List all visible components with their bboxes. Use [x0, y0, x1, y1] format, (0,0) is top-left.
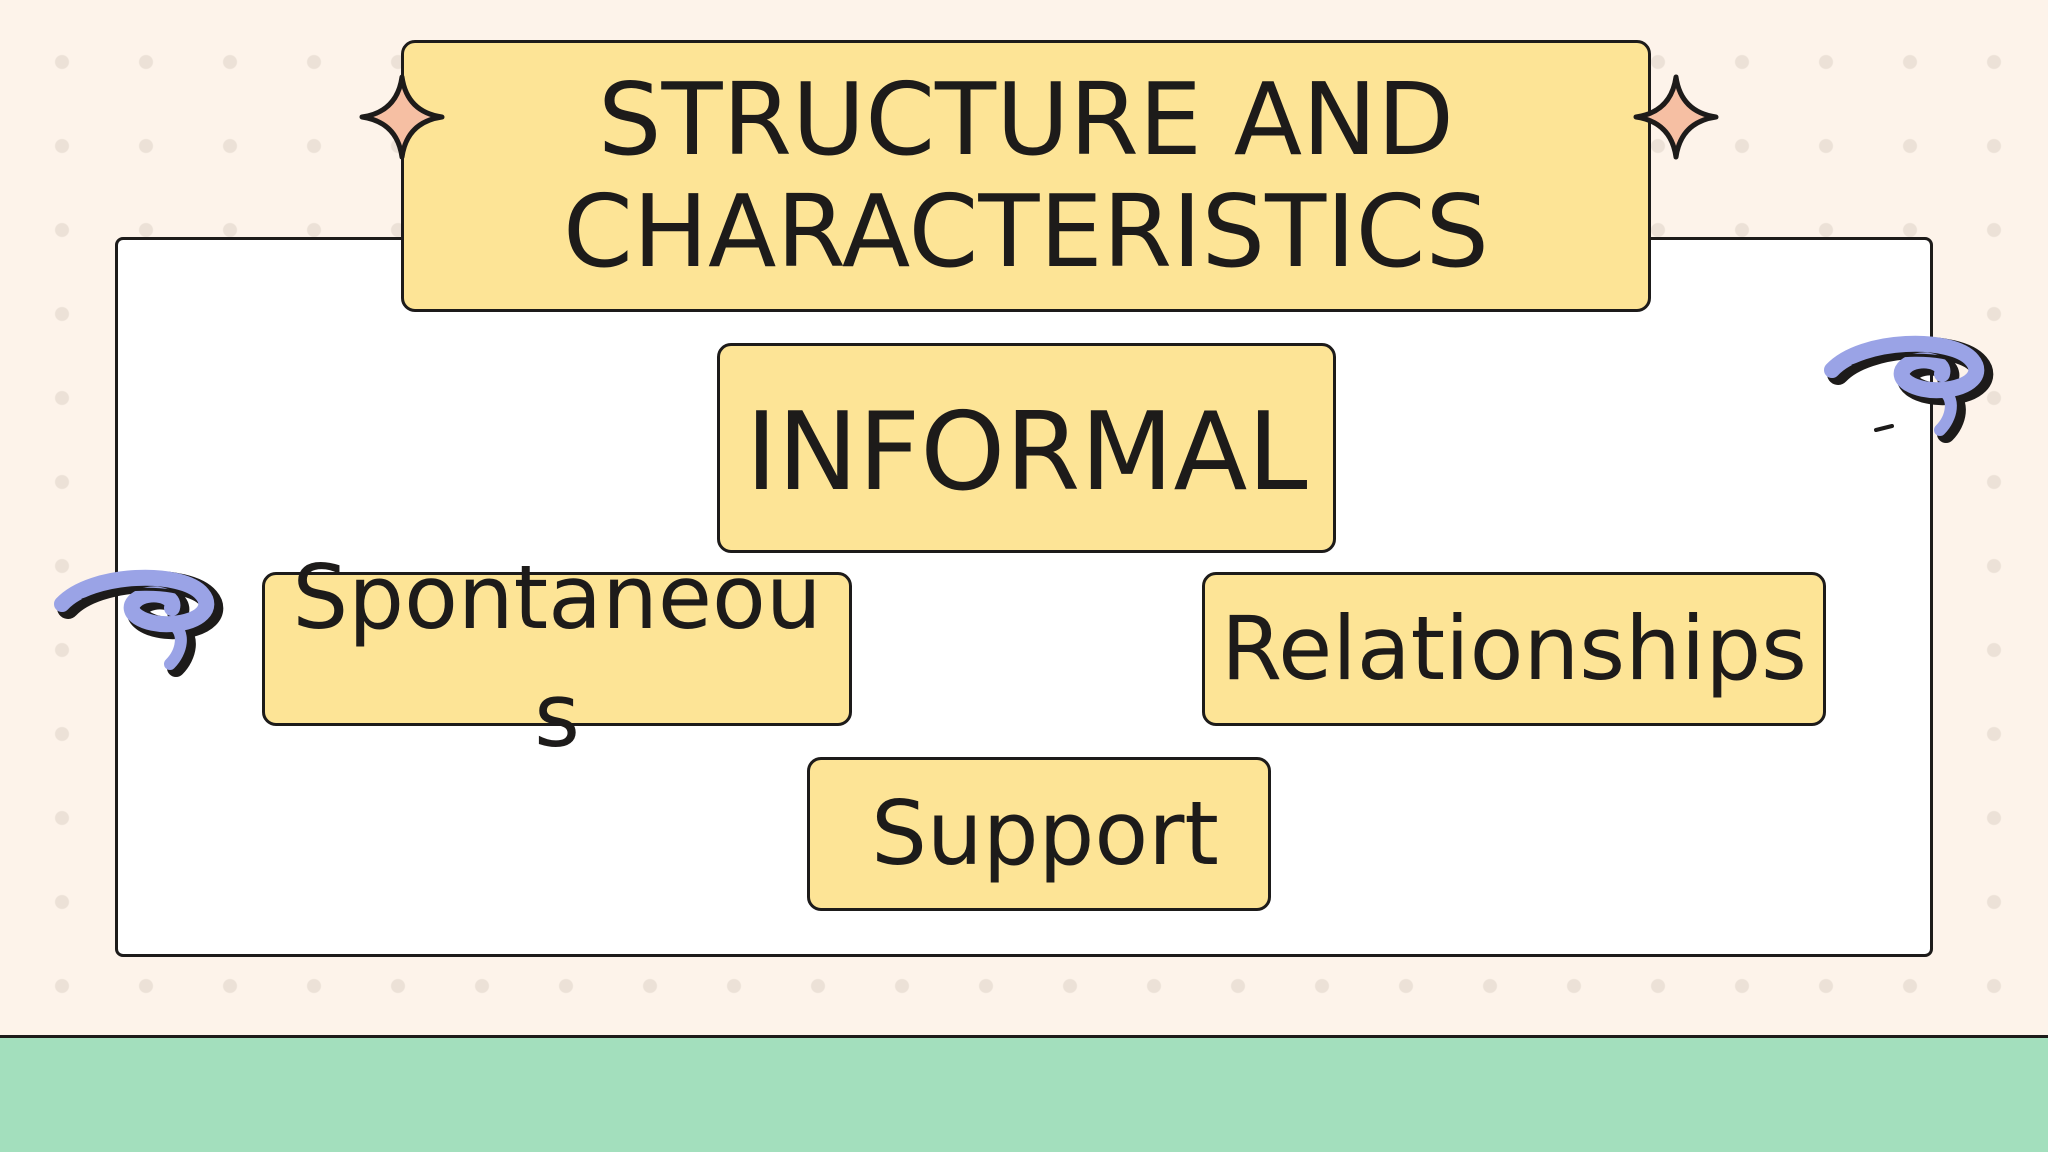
support-box: Support	[807, 757, 1271, 911]
title-box: STRUCTURE AND CHARACTERISTICS	[401, 40, 1651, 312]
relationships-box: Relationships	[1202, 572, 1826, 726]
swirl-icon	[54, 569, 224, 677]
item-spontaneous: Spontaneous	[292, 546, 822, 767]
slide-title: STRUCTURE AND CHARACTERISTICS	[563, 61, 1489, 290]
item-relationships: Relationships	[1220, 597, 1808, 700]
swirl-icon	[1824, 335, 1994, 443]
item-support: Support	[871, 782, 1219, 885]
sparkle-icon	[1633, 74, 1719, 160]
floor-band	[0, 1035, 2048, 1152]
sparkle-icon	[359, 74, 445, 160]
informal-box: INFORMAL	[717, 343, 1336, 553]
center-label: INFORMAL	[745, 390, 1308, 515]
spontaneous-box: Spontaneous	[262, 546, 852, 767]
